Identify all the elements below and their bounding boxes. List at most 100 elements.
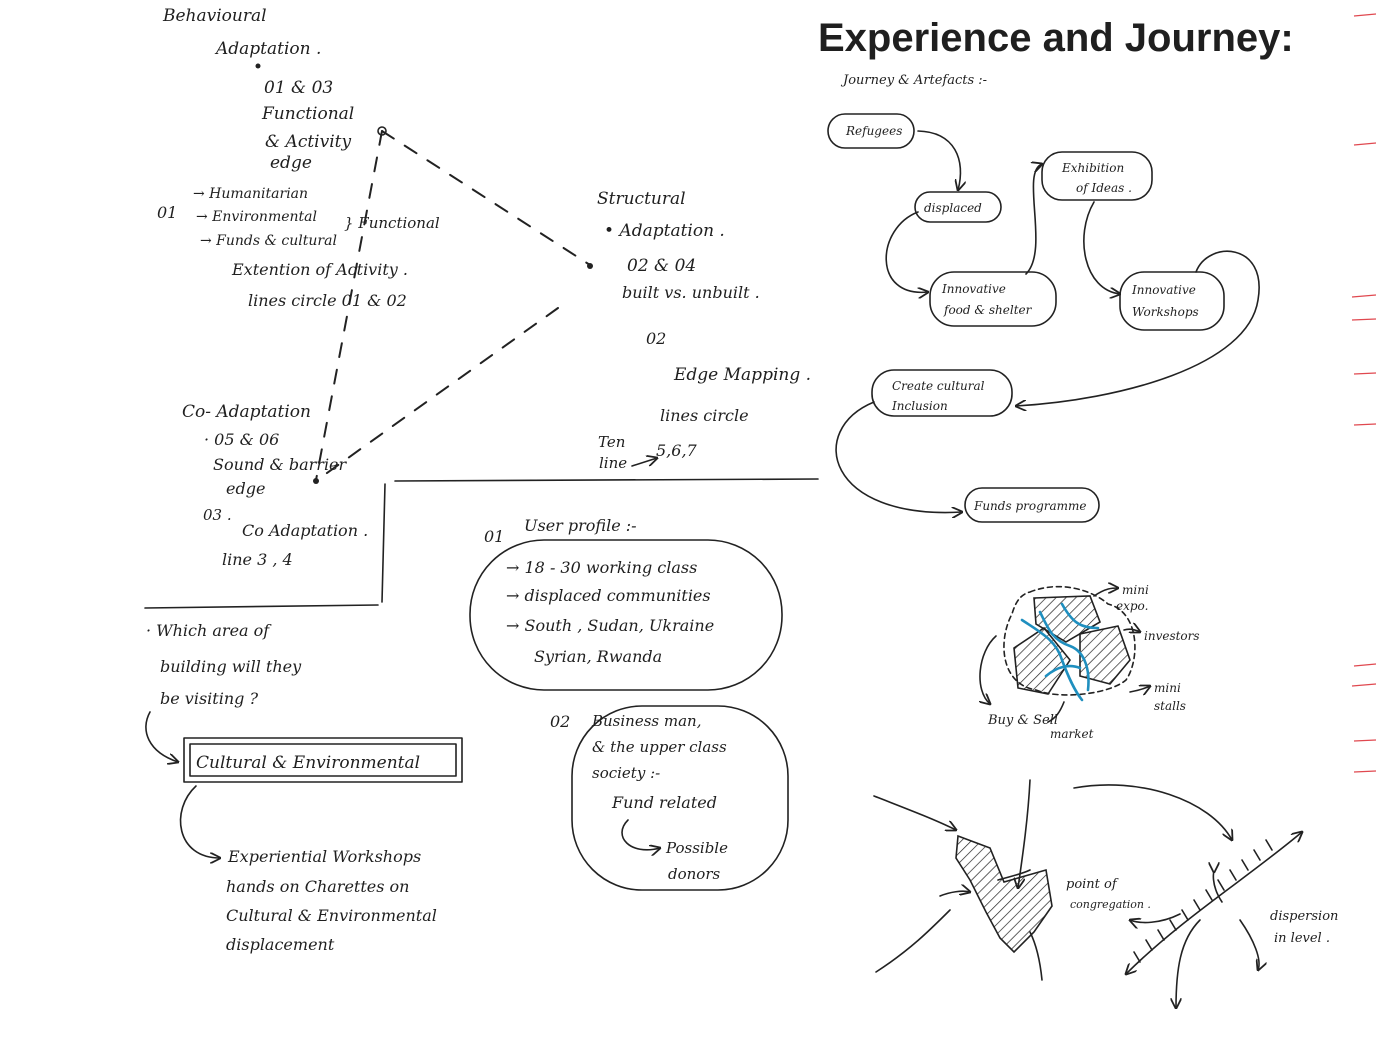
list-item: → Funds & cultural (200, 233, 337, 249)
profile-number: 01 (484, 527, 504, 546)
group-label: } Functional (344, 214, 440, 232)
note-line: Behavioural (162, 6, 267, 26)
note-line: Extention of Activity . (231, 260, 408, 279)
note-line: Edge Mapping . (673, 365, 811, 385)
note-line: 02 & 04 (627, 256, 696, 276)
market-sketch: mini expo. investors mini stalls Buy & S… (980, 583, 1200, 741)
note-line: 5,6,7 (656, 441, 698, 460)
flow-arrow (1083, 201, 1120, 294)
visit-outcome: hands on Charettes on (226, 877, 409, 896)
visit-box-outer (183, 737, 463, 783)
dashed-link-structural-co (319, 307, 559, 479)
note-line: · 05 & 06 (204, 430, 279, 449)
profile-item: Business man, (591, 712, 701, 730)
profile-number: 02 (550, 712, 570, 731)
profile-item: donors (668, 865, 720, 883)
node-label: food & shelter (943, 303, 1033, 317)
margin-ticks (1351, 13, 1376, 773)
node-funds-programme: Funds programme (964, 487, 1100, 523)
list-item: → Humanitarian (193, 186, 308, 202)
node-dot-co-adaptation (313, 478, 319, 484)
profile-item: Syrian, Rwanda (534, 647, 662, 666)
note-line: edge (270, 153, 312, 173)
visit-box-label: Cultural & Environmental (196, 753, 420, 773)
visit-question: be visiting ? (160, 689, 258, 708)
node-label: Funds programme (973, 499, 1087, 513)
profile-item: Possible (665, 839, 728, 857)
structural-adaptation-note: Structural • Adaptation . 02 & 04 built … (597, 189, 811, 472)
node-label: Innovative (941, 282, 1006, 296)
note-line: & Activity (265, 132, 351, 152)
sketch-label: stalls (1154, 699, 1186, 713)
node-label: Inclusion (891, 399, 948, 413)
visit-outcome: Experiential Workshops (227, 847, 421, 866)
page-title: Experience and Journey: (818, 16, 1294, 60)
node-label: Workshops (1132, 305, 1199, 319)
profile-item: → 18 - 30 working class (506, 558, 697, 577)
dashed-link-behavioural-co (315, 130, 383, 481)
sketch-label: dispersion (1270, 909, 1338, 924)
note-line: Co- Adaptation (182, 402, 311, 422)
node-cultural-inclusion: Create cultural Inclusion (871, 369, 1013, 417)
profile-bubble-01 (469, 539, 783, 691)
visit-outcome: Cultural & Environmental (226, 906, 437, 925)
note-line: Co Adaptation . (242, 521, 368, 540)
node-innovative-food: Innovative food & shelter (929, 271, 1057, 327)
profile-item: society :- (592, 764, 660, 782)
journey-flow: Journey & Artefacts :- Refugees displace… (827, 73, 1260, 523)
node-exhibition: Exhibition of Ideas . (1041, 151, 1153, 201)
note-line: Structural (597, 189, 686, 209)
profile-item: → South , Sudan, Ukraine (506, 616, 714, 635)
node-label: of Ideas . (1076, 181, 1132, 195)
sketch-label: Buy & Sell (987, 713, 1058, 728)
sketch-label: mini (1154, 681, 1181, 695)
sketch-label: market (1050, 727, 1094, 741)
note-line: lines circle (660, 406, 749, 425)
sketch-label: congregation . (1070, 898, 1151, 911)
user-profile: 01 User profile :- → 18 - 30 working cla… (469, 516, 789, 891)
sketch-label: mini (1122, 583, 1149, 597)
flow-arrow (1025, 164, 1042, 275)
dashed-link-behavioural-structural (381, 130, 591, 266)
note-line: Ten (598, 433, 625, 451)
flow-arrow (835, 401, 962, 513)
functional-list: 01 → Humanitarian → Environmental → Fund… (157, 186, 440, 310)
flow-arrow (917, 130, 960, 190)
list-item: → Environmental (196, 209, 317, 225)
visit-box-inner (189, 743, 457, 777)
note-line: 03 . (203, 506, 232, 524)
note-line: • Adaptation . (604, 221, 725, 241)
list-number: 01 (157, 203, 177, 222)
visit-question: · Which area of (146, 621, 272, 640)
flow-arrow (885, 211, 928, 292)
note-line: 01 & 03 (264, 78, 333, 98)
profile-bubble-02 (571, 705, 789, 891)
note-line: edge (226, 479, 265, 498)
profile-item: & the upper class (592, 738, 727, 756)
note-line: Adaptation . (214, 39, 321, 59)
node-label: Innovative (1131, 283, 1196, 297)
node-dot-behavioural (255, 63, 261, 69)
co-adaptation-note: Co- Adaptation · 05 & 06 Sound & barrier… (182, 402, 368, 569)
node-dot-structural (587, 263, 593, 269)
visit-question: building will they (160, 657, 302, 676)
note-line: line (599, 454, 627, 472)
visit-outcome: displacement (226, 935, 335, 954)
profile-item: Fund related (611, 793, 717, 812)
sketch-label: expo. (1116, 599, 1148, 613)
sketch-label: point of (1066, 877, 1119, 892)
journey-heading: Journey & Artefacts :- (840, 73, 987, 88)
sketch-label: in level . (1274, 931, 1330, 946)
behavioural-adaptation-note: Behavioural Adaptation . 01 & 03 Functio… (162, 6, 354, 173)
section-dividers (144, 478, 819, 609)
node-innovative-workshops: Innovative Workshops (1119, 271, 1225, 331)
profile-heading: User profile :- (524, 516, 637, 535)
node-displaced: displaced (914, 191, 1002, 223)
visit-section: · Which area of building will they be vi… (145, 621, 463, 954)
note-line: Functional (261, 104, 354, 124)
note-line: lines circle 01 & 02 (248, 291, 407, 310)
node-label: Exhibition (1061, 161, 1124, 175)
note-line: 02 (646, 329, 666, 348)
adaptation-diagram: Behavioural Adaptation . 01 & 03 Functio… (157, 6, 811, 569)
